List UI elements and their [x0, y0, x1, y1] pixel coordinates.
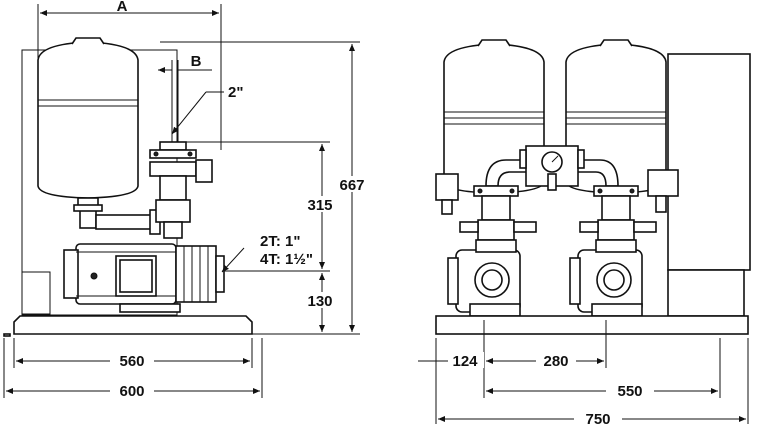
side-control-box	[21, 271, 51, 315]
front-base-plate	[435, 315, 749, 335]
side-view: A B 2" 2T: 1" 4T: 1½"	[3, 0, 370, 400]
outlet-callout: 2T: 1" 4T: 1½"	[221, 233, 313, 273]
label-pipe-size: 2"	[228, 84, 243, 101]
pressure-tank-1	[443, 39, 545, 194]
pump-1	[435, 173, 537, 317]
label-130: 130	[307, 293, 332, 310]
dim-horizontal-side: 560 600	[3, 338, 263, 400]
discharge-valve	[149, 60, 213, 239]
pump-2	[569, 169, 679, 317]
dim-a: A	[37, 0, 222, 150]
pump-motor	[63, 243, 225, 313]
label-750: 750	[585, 411, 610, 428]
label-667: 667	[339, 177, 364, 194]
pressure-tank-2	[565, 39, 667, 194]
label-124: 124	[452, 353, 478, 370]
label-outlet-4t: 4T: 1½"	[260, 251, 313, 268]
dim-horizontal-front: 124 280 550 750	[418, 320, 749, 428]
front-view: 124 280 550 750	[418, 39, 751, 428]
dim-b: B	[158, 53, 212, 73]
control-cabinet	[667, 53, 751, 271]
dim-vertical: 315 130 667	[160, 41, 370, 335]
label-outlet-2t: 2T: 1"	[260, 233, 300, 250]
label-dim-a: A	[117, 0, 128, 15]
side-base-plate	[3, 315, 253, 337]
tank-connection-pipe	[73, 204, 161, 235]
pressure-tank	[37, 37, 139, 209]
pipe-size-callout: 2"	[171, 84, 243, 135]
label-600: 600	[119, 383, 144, 400]
discharge-manifold	[485, 145, 619, 191]
label-dim-b: B	[191, 53, 202, 70]
label-560: 560	[119, 353, 144, 370]
label-315: 315	[307, 197, 332, 214]
label-550: 550	[617, 383, 642, 400]
label-280: 280	[543, 353, 568, 370]
